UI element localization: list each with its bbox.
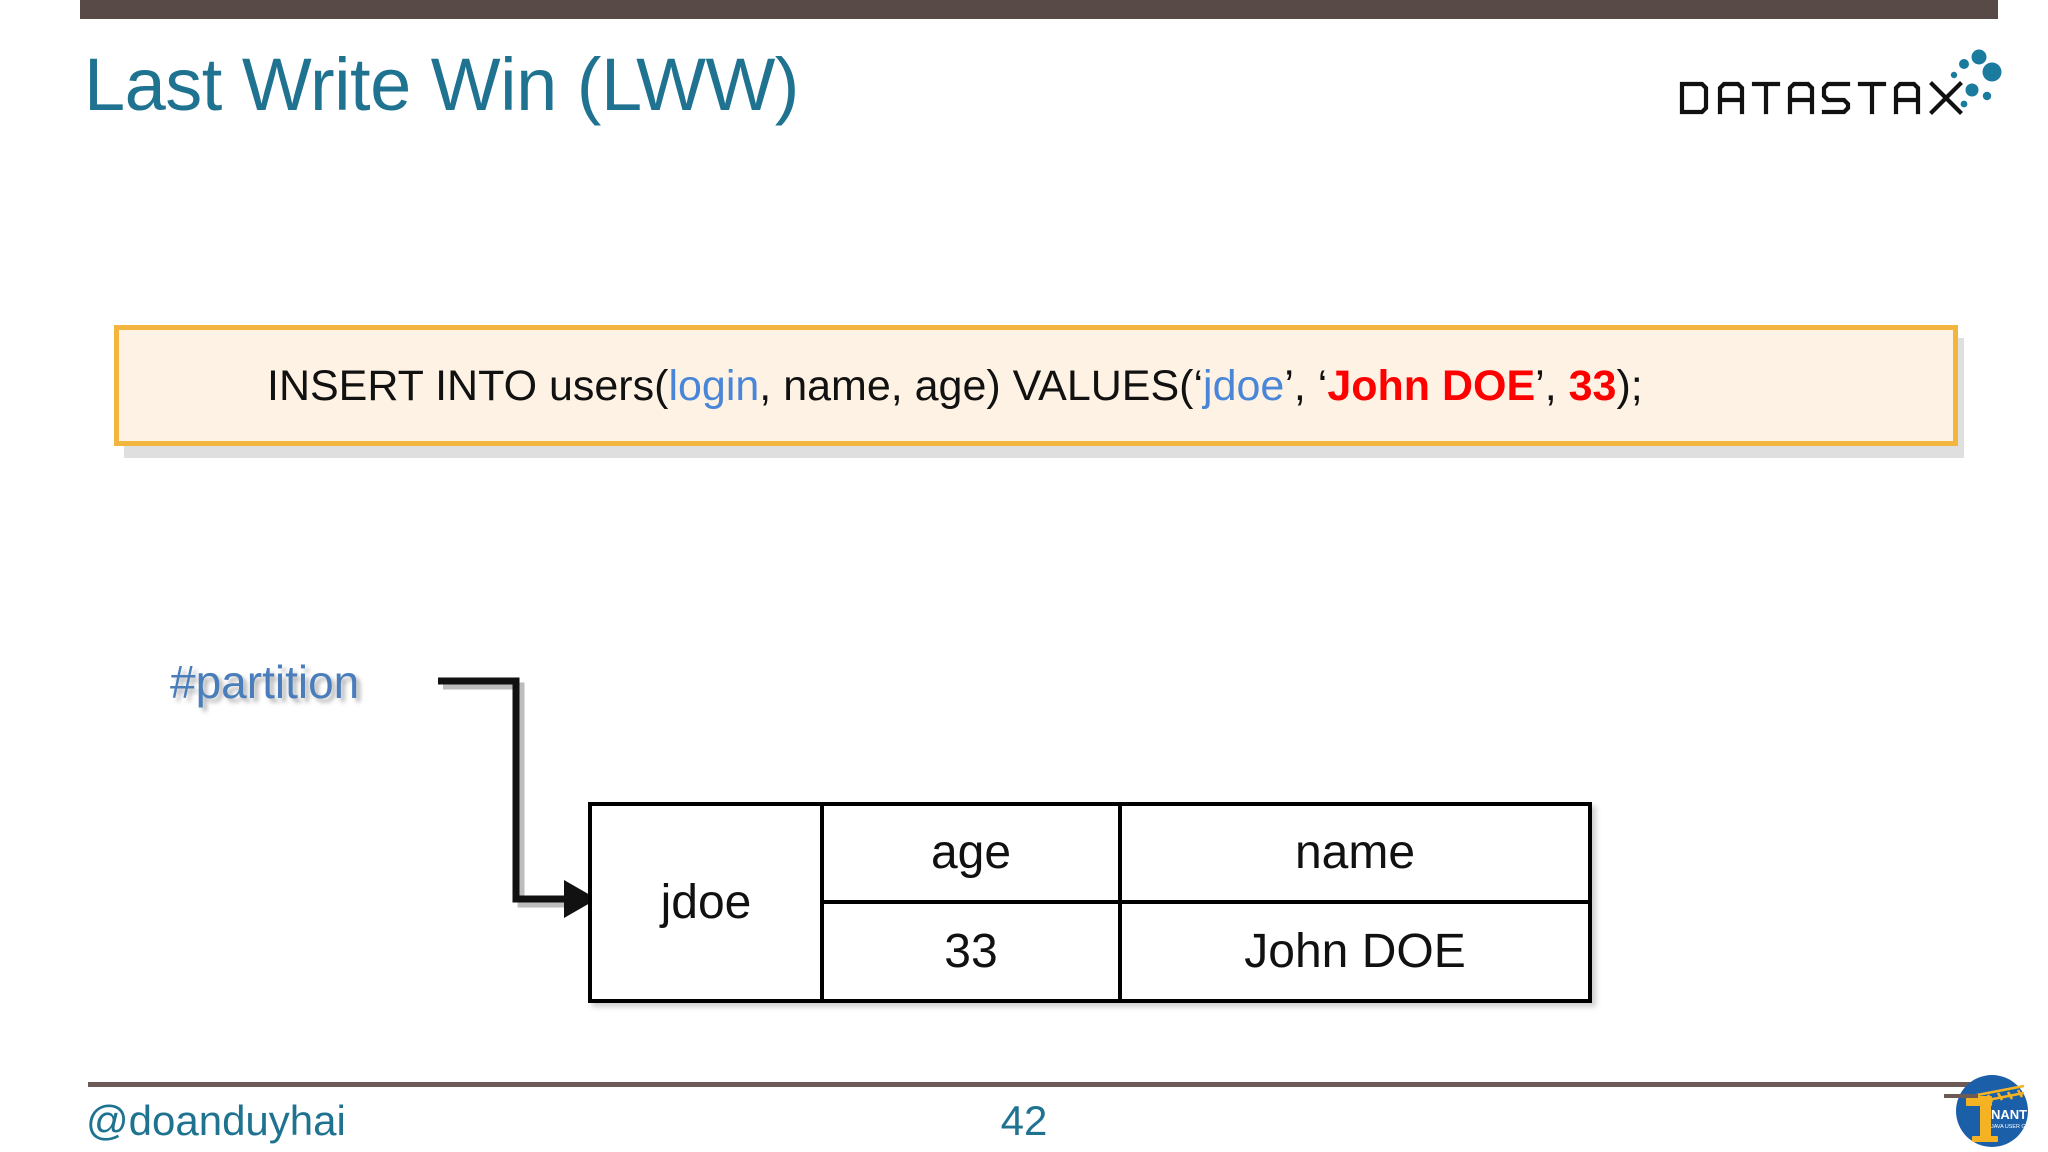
cql-statement-line: INSERT INTO users(login, name, age) VALU… <box>119 362 1643 410</box>
cql-token-columns-rest: , name, age) VALUES(‘ <box>759 361 1204 410</box>
njug-line2: JAVA USER GROUP <box>1991 1124 2036 1130</box>
partition-connector-arrow <box>430 660 610 920</box>
table-row: 33 John DOE <box>590 900 1592 1003</box>
partition-annotation-label: #partition <box>170 656 360 708</box>
cql-token-tail: ); <box>1616 361 1643 410</box>
cql-token-sep-2: ’, <box>1535 361 1569 410</box>
table-cell-age-value: 33 <box>820 900 1122 1003</box>
cql-token-name-value: John DOE <box>1327 361 1536 410</box>
njug-line1: NANTES <box>1991 1107 2036 1122</box>
cql-token-insert-into: INSERT INTO users( <box>267 361 669 410</box>
table-row: jdoe age name <box>588 802 1592 1003</box>
footer-page-number: 42 <box>1000 1097 1048 1144</box>
cql-token-login-column: login <box>668 361 760 410</box>
partition-data-table: jdoe age name 33 John DOE <box>588 802 1592 1003</box>
cql-statement-box: INSERT INTO users(login, name, age) VALU… <box>114 325 1958 446</box>
table-header-age: age <box>820 802 1122 904</box>
top-decorative-bar <box>80 0 1998 19</box>
table-cell-partition-key: jdoe <box>588 802 824 1003</box>
cql-token-login-value: jdoe <box>1203 361 1285 410</box>
table-cell-name-value: John DOE <box>1118 900 1592 1003</box>
cql-token-sep-1: ’, ‘ <box>1284 361 1328 410</box>
nantes-java-user-group-logo: NANTES JAVA USER GROUP <box>1944 1070 2036 1152</box>
table-header-name: name <box>1118 802 1592 904</box>
page-title: Last Write Win (LWW) <box>84 43 799 126</box>
footer-divider <box>88 1082 1993 1087</box>
datastax-logo <box>1676 46 2006 128</box>
footer-author-handle: @doanduyhai <box>86 1097 346 1144</box>
cql-token-age-value: 33 <box>1568 361 1617 410</box>
